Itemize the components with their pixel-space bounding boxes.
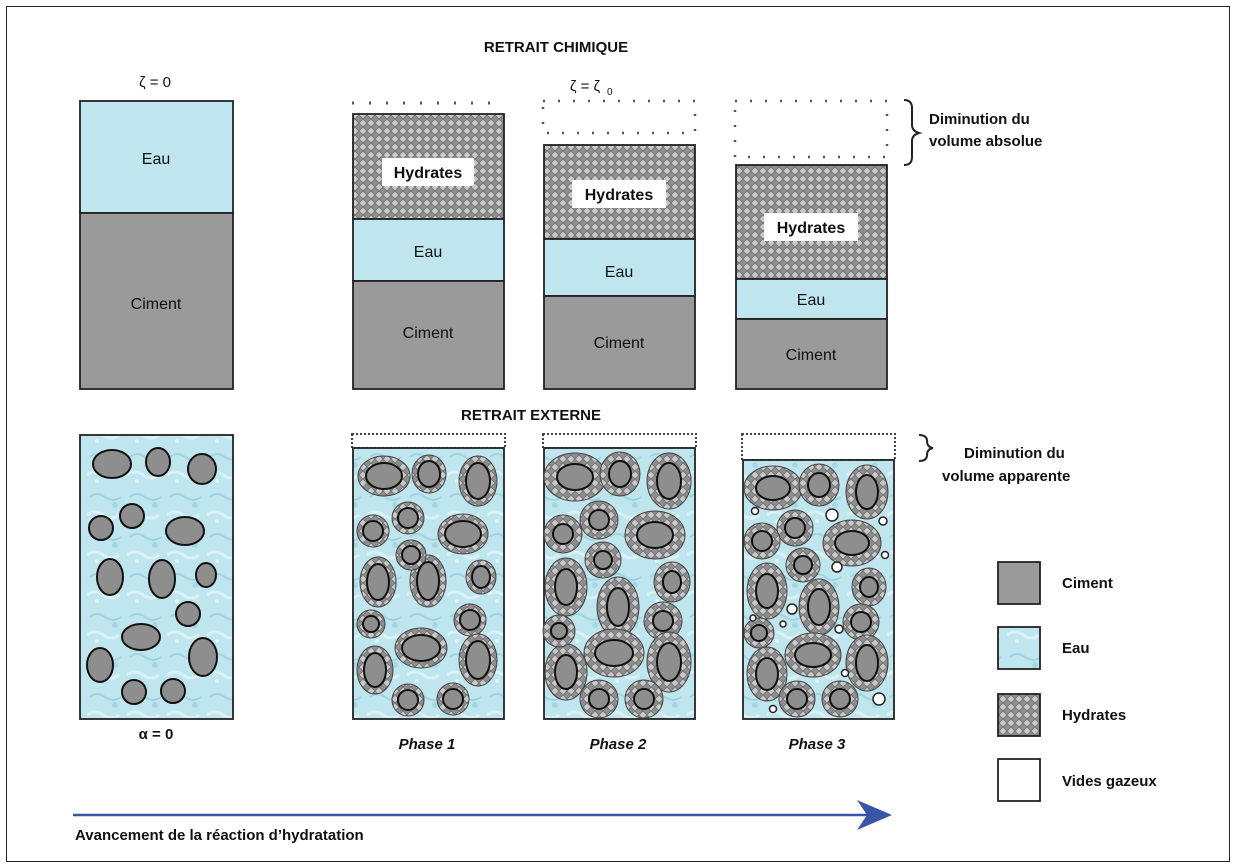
ciment-label: Ciment: [131, 296, 182, 313]
eau-region: [543, 238, 696, 297]
brace-absolute-line1: Diminution du: [929, 111, 1030, 128]
gas-voids: [749, 506, 890, 714]
eau-label: Eau: [142, 151, 170, 168]
label-zeta-zeta0-base: ζ = ζ: [570, 78, 601, 95]
legend-item-hydrates: Hydrates: [997, 693, 1126, 737]
column-phase1-chemical: Hydrates Eau Ciment: [352, 101, 505, 390]
eau-region: [79, 100, 234, 214]
column-phase3-chemical: Hydrates Eau Ciment: [733, 99, 889, 390]
label-phase3: Phase 3: [789, 736, 846, 753]
ciment-grains: [86, 447, 218, 705]
hydrates-label: Hydrates: [777, 220, 846, 237]
ciment-label: Ciment: [403, 325, 454, 342]
title-chemical-shrinkage: RETRAIT CHIMIQUE: [484, 39, 628, 56]
legend-swatch-eau: [997, 626, 1041, 670]
label-phase2: Phase 2: [590, 736, 647, 753]
hydrated-grains: [356, 454, 498, 717]
legend-item-ciment: Ciment: [997, 561, 1113, 605]
ciment-region: [79, 212, 234, 390]
legend-item-vides-gazeux: Vides gazeux: [997, 758, 1157, 802]
dotted-original-volume: [741, 433, 896, 461]
brace-apparent-line2: volume apparente: [942, 468, 1070, 485]
brace-apparent-line1: Diminution du: [964, 445, 1065, 462]
column-phase3-external: [741, 433, 896, 720]
ciment-label: Ciment: [786, 347, 837, 364]
legend-label: Ciment: [1062, 575, 1113, 592]
hydrates-label-box: [764, 213, 858, 241]
legend-swatch-hydrates: [997, 693, 1041, 737]
eau-label: Eau: [414, 244, 442, 261]
column-phase1-external: [351, 433, 506, 720]
ciment-region: [735, 318, 888, 390]
legend: Ciment Eau Hydrates Vides gazeux: [997, 561, 1157, 802]
hydrates-label-box: [382, 158, 474, 186]
eau-label: Eau: [605, 264, 633, 281]
title-external-shrinkage: RETRAIT EXTERNE: [461, 407, 601, 424]
legend-item-eau: Eau: [997, 626, 1090, 670]
dotted-original-volume: [733, 99, 889, 159]
column-phase2-chemical: Hydrates Eau Ciment: [541, 99, 697, 390]
hydration-shrinkage-diagram: RETRAIT CHIMIQUE RETRAIT EXTERNE ζ = 0 ζ…: [73, 39, 1157, 844]
legend-swatch-vides: [997, 758, 1041, 802]
figure-frame: RETRAIT CHIMIQUE RETRAIT EXTERNE ζ = 0 ζ…: [6, 6, 1230, 862]
ciment-region: [352, 280, 505, 390]
brace-absolute-line2: volume absolue: [929, 133, 1042, 150]
dotted-original-volume: [351, 433, 506, 449]
column-initial-external: [79, 434, 234, 720]
brace-absolute: [903, 99, 923, 166]
eau-label: Eau: [797, 292, 825, 309]
dotted-original-volume: [541, 99, 697, 135]
legend-label: Vides gazeux: [1062, 773, 1157, 790]
eau-region: [735, 278, 888, 320]
dotted-original-volume: [542, 433, 697, 449]
column-phase2-external: [542, 433, 697, 720]
hydrates-label-box: [572, 180, 666, 208]
hydrated-grains: [743, 463, 890, 718]
label-alpha-zero: α = 0: [139, 726, 174, 743]
hydrated-grains: [542, 451, 692, 719]
hydrates-label: Hydrates: [394, 165, 463, 182]
label-phase1: Phase 1: [399, 736, 456, 753]
label-zeta-zero: ζ = 0: [139, 74, 171, 91]
label-zeta-zeta0-sub: 0: [607, 87, 613, 98]
ciment-region: [543, 295, 696, 390]
eau-region: [352, 218, 505, 282]
ciment-label: Ciment: [594, 335, 645, 352]
arrow-label: Avancement de la réaction d’hydratation: [75, 827, 364, 844]
legend-swatch-ciment: [997, 561, 1041, 605]
legend-label: Hydrates: [1062, 707, 1126, 724]
hydrates-label: Hydrates: [585, 187, 654, 204]
column-initial: Eau Ciment: [79, 100, 234, 390]
legend-label: Eau: [1062, 640, 1090, 657]
label-zeta-zeta0: ζ = ζ 0: [570, 78, 613, 98]
brace-apparent: [918, 434, 934, 462]
